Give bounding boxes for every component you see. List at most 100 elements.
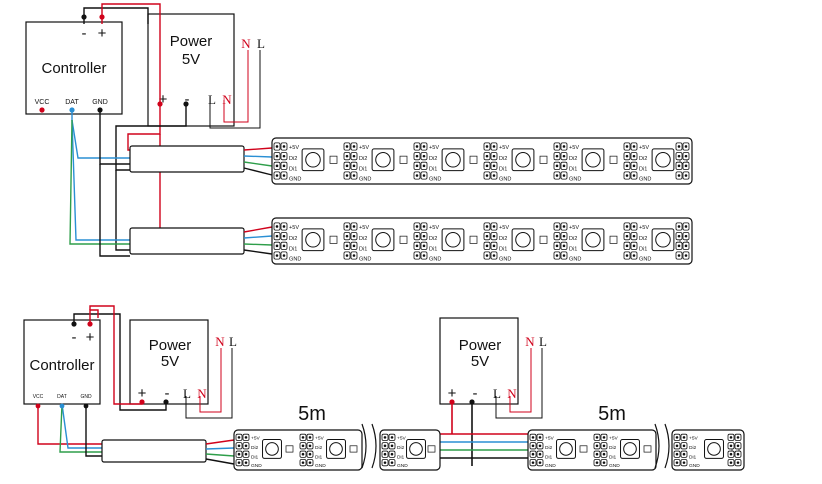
pad-dot: [625, 174, 629, 177]
break-mark-1a: [361, 423, 367, 469]
strip-pad-label: GND: [397, 463, 408, 469]
resistor: [539, 155, 548, 164]
pad-dot: [531, 461, 535, 464]
pad-dot: [422, 254, 426, 257]
strip-pad-label: +5V: [315, 435, 325, 441]
dat-green-wire-bottom: [59, 403, 102, 453]
power-label-bottom-2: Power: [459, 337, 502, 354]
mains1-n-label: N: [215, 334, 225, 349]
bottom-diagram: Controller - + VCC DAT GND Power 5V + - …: [23, 305, 745, 471]
pad-dot: [682, 444, 686, 448]
end-pad-dot: [684, 145, 688, 148]
end-pad-dot: [729, 461, 733, 464]
strip2-green-lead: [243, 243, 273, 246]
pad-dot: [415, 145, 419, 148]
led-strip-1: +5VDi2Di1GND+5VDi2Di1GND+5VDi2Di1GND+5VD…: [271, 137, 693, 185]
pad-dot: [345, 244, 349, 248]
power-neg-wire-b: [115, 170, 130, 251]
strip-pad-label: Di2: [397, 445, 405, 451]
resistor: [349, 445, 358, 453]
vcc-terminal: [39, 107, 45, 113]
strip-pad-label: Di1: [397, 454, 405, 460]
vcc-wire-bottom: [37, 404, 102, 445]
led-lens: [375, 232, 391, 248]
pad-dot: [485, 225, 489, 228]
strip-pad-label: GND: [315, 463, 326, 469]
led-lens: [655, 232, 671, 248]
strip-pad-label: +5V: [429, 145, 439, 151]
power2-plus-label: +: [448, 385, 457, 402]
power-pos-terminal: [157, 101, 163, 107]
power-label: Power: [170, 33, 213, 50]
strip-pad-label: +5V: [289, 225, 299, 231]
strip-pad-label: Di2: [359, 156, 367, 162]
pad-dot: [632, 145, 636, 148]
led-lens: [655, 152, 671, 168]
pad-dot: [492, 225, 496, 228]
strip-pad-label: Di1: [359, 167, 367, 173]
pad-dot: [555, 164, 559, 168]
strip-pad-label: Di2: [639, 156, 647, 162]
resistor: [399, 155, 408, 164]
power1-minus-label: -: [165, 385, 170, 402]
strip-pad-label: +5V: [569, 225, 579, 231]
break-mark-2b: [664, 423, 670, 469]
strip-pad-label: Di1: [429, 247, 437, 253]
end-pad-dot: [684, 225, 688, 228]
strip-pad-label: GND: [429, 256, 441, 262]
end-pad-dot: [729, 452, 733, 456]
resistor: [643, 445, 652, 453]
pad-dot: [352, 154, 356, 158]
pad-dot: [555, 244, 559, 248]
ctrl-bottom-neg-terminal: [71, 321, 77, 327]
pad-dot: [282, 225, 286, 228]
power-neg-terminal: [183, 101, 189, 107]
strip-pad-label: +5V: [545, 435, 555, 441]
pad-dot: [282, 234, 286, 238]
power1-pos-terminal: [139, 399, 145, 405]
controller-minus-label: -: [82, 25, 87, 42]
pad-dot: [301, 452, 305, 456]
end-pad-dot: [677, 234, 681, 238]
strip-pad-label: +5V: [251, 435, 261, 441]
mains-l-label: L: [257, 36, 265, 51]
controller-label-bottom: Controller: [29, 357, 94, 374]
mains-n-wire: [223, 50, 249, 123]
dat-wire-b: [71, 119, 130, 241]
power-plus-label: +: [159, 91, 168, 108]
pad-dot: [538, 461, 542, 464]
pad-dot: [345, 225, 349, 228]
pad-dot: [632, 174, 636, 177]
pad-dot: [625, 154, 629, 158]
mains-l-wire: [209, 50, 261, 129]
pad-dot: [675, 436, 679, 439]
pad-dot: [415, 225, 419, 228]
pad-dot: [675, 444, 679, 448]
pad-dot: [562, 254, 566, 257]
pad-dot: [308, 452, 312, 456]
pad-dot: [485, 154, 489, 158]
strip-pad-label: GND: [609, 463, 620, 469]
dat-green-wire: [69, 119, 130, 245]
pad-dot: [383, 436, 387, 439]
pad-dot: [485, 244, 489, 248]
strip-pad-label: GND: [289, 256, 301, 262]
pad-dot: [282, 244, 286, 248]
pad-dot: [675, 452, 679, 456]
end-pad-dot: [677, 164, 681, 168]
led-lens: [445, 152, 461, 168]
led-lens: [707, 442, 721, 456]
strip2-black-lead: [243, 249, 273, 255]
controller-plus-label-bottom: +: [86, 329, 95, 346]
pad-dot: [282, 145, 286, 148]
cable-housing-bottom: [101, 439, 207, 463]
pad-dot: [282, 174, 286, 177]
vcc-terminal-bottom: [35, 403, 41, 409]
gnd-wire-bottom: [85, 404, 102, 457]
pad-dot: [352, 244, 356, 248]
pad-dot: [531, 436, 535, 439]
power-voltage-label: 5V: [182, 51, 200, 68]
strip-pad-label: Di2: [251, 445, 259, 451]
